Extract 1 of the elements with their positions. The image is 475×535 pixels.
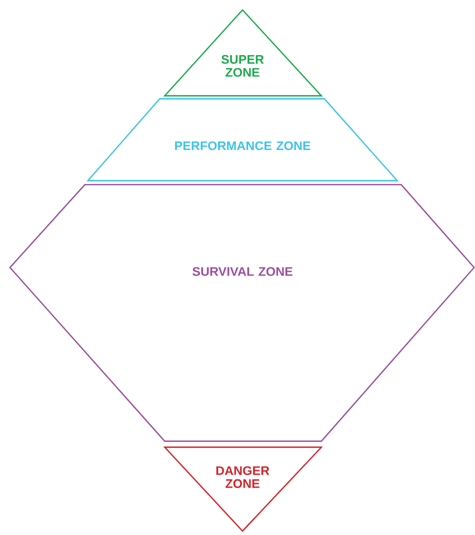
hexagon-zone: SURVIVAL ZONE bbox=[9, 184, 475, 442]
